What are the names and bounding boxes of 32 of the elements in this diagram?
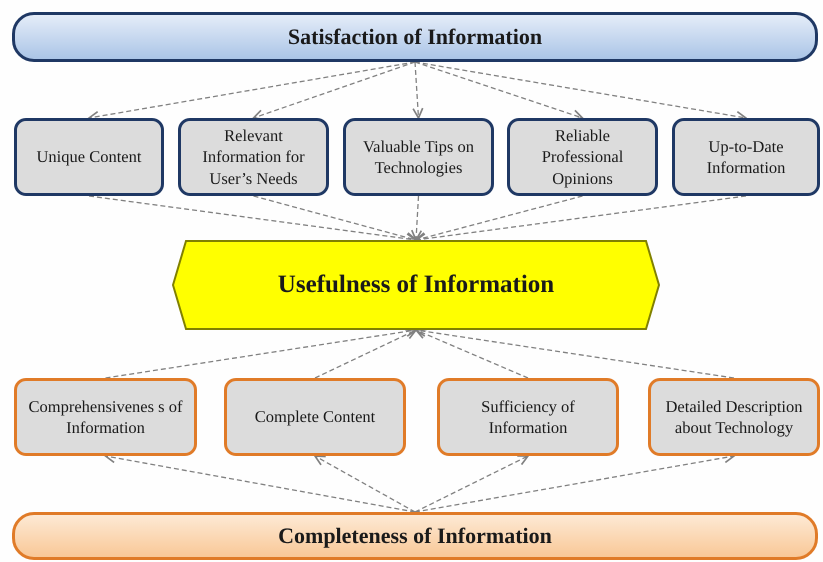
node-title: Usefulness of Information [278,271,554,299]
factor-box [343,118,494,196]
factor-box [648,378,820,456]
arrow [415,328,528,379]
node-label: Up-to-Date Information [706,136,786,178]
node-label: Reliable Professional Opinions [540,124,624,190]
factor-box [507,118,658,196]
arrow [252,61,416,120]
node-label: Valuable Tips on Technologies [362,136,475,178]
node-label: Comprehensivenes s of Information [28,396,184,438]
node-label: Detailed Description about Technology [664,396,804,438]
arrow [414,61,584,120]
header-band [12,12,818,62]
node-label: Sufficiency of Information [480,396,576,438]
arrow [314,328,417,379]
node-label: Complete Content [254,406,376,428]
arrow [412,62,424,119]
factor-box [224,378,406,456]
factor-box [437,378,619,456]
factor-box [14,118,164,196]
node-label: Relevant Information for User’s Needs [201,124,306,190]
arrow [410,196,422,241]
node-label: Unique Content [36,146,142,168]
node-title: Completeness of Information [278,523,552,549]
factor-box [14,378,197,456]
node-title: Satisfaction of Information [288,24,542,50]
factor-box [178,118,329,196]
footer-band [12,512,818,560]
arrow [253,195,417,243]
arrow [314,455,416,513]
arrow [414,455,529,513]
factor-box [672,118,820,196]
